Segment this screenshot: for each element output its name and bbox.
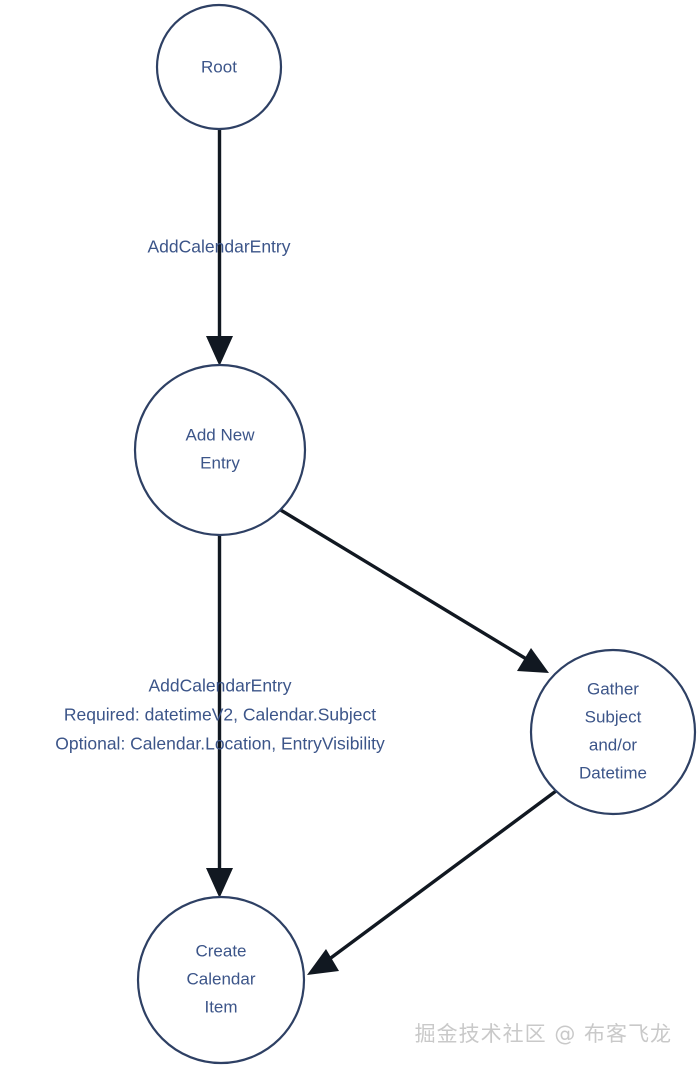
edge-gather-to-create-calendar-item (307, 789, 558, 975)
node-circle[interactable] (155, 3, 283, 131)
node-label-line: Root (201, 57, 237, 76)
edge-add-new-entry-to-create-calendar-item (206, 535, 233, 898)
node-circle[interactable] (136, 895, 306, 1065)
node-label-line: Entry (200, 453, 240, 472)
node-label-line: Datetime (579, 763, 647, 782)
edge-label-line: Required: datetimeV2, Calendar.Subject (64, 705, 376, 725)
node-label-line: and/or (589, 735, 638, 754)
edge-label-line: Optional: Calendar.Location, EntryVisibi… (55, 734, 385, 754)
node-circle[interactable] (133, 363, 307, 537)
node-create-calendar-item[interactable]: Create Calendar Item (136, 895, 306, 1065)
arrowhead-icon (206, 336, 233, 366)
node-label-line: Create (195, 941, 246, 960)
edge-root-to-add-new-entry (206, 129, 233, 366)
node-label-line: Gather (587, 679, 639, 698)
arrowhead-icon (307, 949, 339, 975)
node-label-line: Subject (585, 707, 642, 726)
node-root[interactable]: Root (155, 3, 283, 131)
node-gather-subject-datetime[interactable]: Gather Subject and/or Datetime (529, 648, 697, 816)
arrowhead-icon (206, 868, 233, 898)
edge-label-add-new-entry-to-create-calendar-item: AddCalendarEntry Required: datetimeV2, C… (55, 676, 385, 754)
watermark: 掘金技术社区 @ 布客飞龙 (415, 1022, 672, 1046)
edge-label-line: AddCalendarEntry (149, 676, 292, 696)
arrowhead-icon (517, 648, 549, 673)
node-add-new-entry[interactable]: Add New Entry (133, 363, 307, 537)
node-circle[interactable] (529, 648, 697, 816)
edge-label-root-to-add-new-entry: AddCalendarEntry (148, 237, 291, 257)
node-label-line: Item (204, 997, 237, 1016)
edge-line (278, 507, 534, 665)
edge-add-new-entry-to-gather (278, 507, 549, 673)
edge-label-line: AddCalendarEntry (148, 237, 291, 257)
node-label-line: Add New (186, 425, 256, 444)
node-label-line: Calendar (187, 969, 256, 988)
edge-line (322, 789, 558, 965)
